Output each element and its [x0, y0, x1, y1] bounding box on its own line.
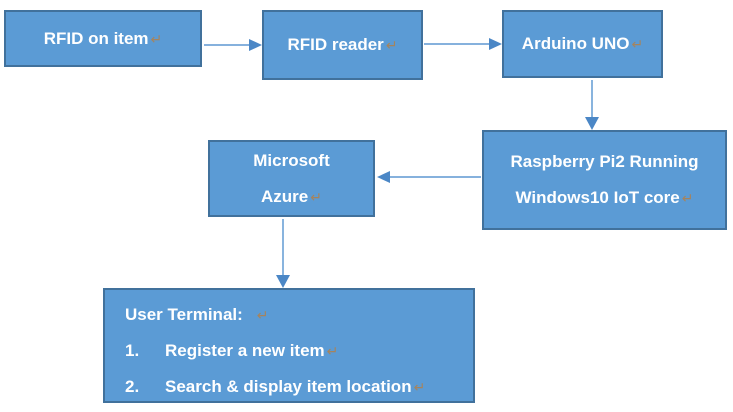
return-mark-icon: ↵ [310, 188, 322, 205]
return-mark-icon: ↵ [256, 307, 269, 323]
node-label-line: Microsoft [253, 143, 330, 179]
node-label-line: RFID reader↵ [287, 27, 397, 63]
node-list-item: 1. Register a new item↵ [125, 333, 338, 369]
arrow-rfid-reader-to-arduino [424, 38, 502, 50]
node-label: Register a new item [165, 341, 325, 360]
node-label: Search & display item location [165, 377, 412, 396]
node-label-line: Arduino UNO↵ [522, 26, 643, 62]
return-mark-icon: ↵ [413, 379, 426, 395]
arrow-arduino-to-raspberry [585, 80, 599, 130]
node-label-line: Raspberry Pi2 Running [511, 144, 699, 180]
node-user-terminal[interactable]: User Terminal:↵ 1.Register a new item↵ 2… [103, 288, 475, 403]
arrow-raspberry-to-azure [377, 171, 481, 183]
node-label: User Terminal: [125, 305, 243, 324]
return-mark-icon: ↵ [150, 30, 163, 47]
node-rfid-reader[interactable]: RFID reader↵ [262, 10, 423, 80]
return-mark-icon: ↵ [631, 36, 644, 52]
arrow-azure-to-terminal [276, 219, 290, 288]
return-mark-icon: ↵ [681, 190, 694, 206]
node-label-line: Azure↵ [261, 179, 322, 215]
node-microsoft-azure[interactable]: Microsoft Azure↵ [208, 140, 375, 217]
node-label-line: User Terminal: ↵ [125, 297, 269, 333]
node-label: RFID reader [287, 35, 384, 54]
node-list-item: 2. Search & display item location↵ [125, 369, 425, 405]
return-mark-icon: ↵ [326, 343, 339, 359]
node-label: Arduino UNO [521, 34, 630, 53]
node-label: Azure [261, 186, 309, 206]
return-mark-icon: ↵ [385, 37, 398, 53]
node-label: Windows10 IoT core [515, 188, 680, 207]
list-number: 1. [125, 341, 140, 360]
arrow-rfid-item-to-rfid-reader [204, 39, 262, 51]
node-label-line: RFID on item↵ [44, 21, 163, 57]
node-label: RFID on item [43, 28, 149, 48]
node-label-line: Windows10 IoT core↵ [516, 180, 694, 216]
node-label: Raspberry Pi2 Running [510, 152, 699, 171]
list-number: 2. [125, 377, 140, 396]
node-arduino-uno[interactable]: Arduino UNO↵ [502, 10, 663, 78]
node-raspberry-pi[interactable]: Raspberry Pi2 Running Windows10 IoT core… [482, 130, 727, 230]
node-label: Microsoft [253, 150, 330, 170]
node-rfid-on-item[interactable]: RFID on item↵ [4, 10, 202, 67]
